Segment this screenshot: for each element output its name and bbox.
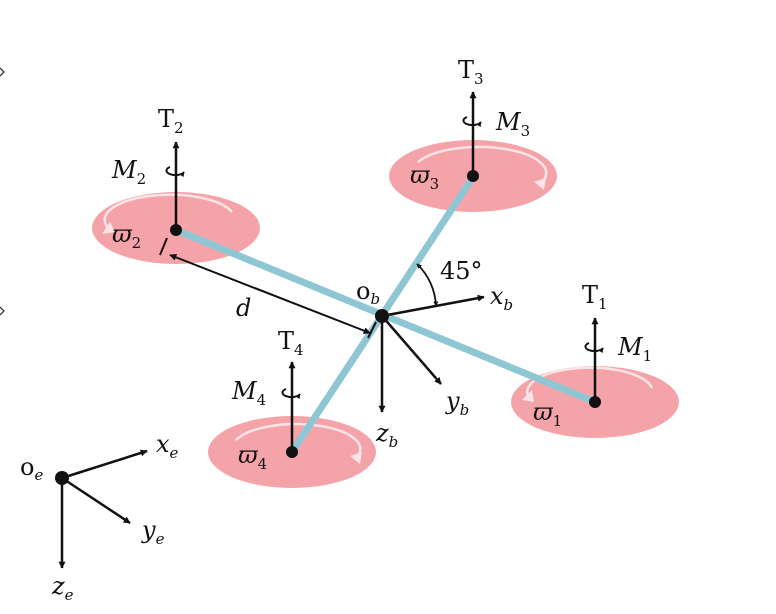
thrust-label-1: T1 [582, 281, 608, 313]
earth-x-axis [61, 449, 148, 480]
rotor-hub-4 [286, 446, 298, 458]
moment-curl-icon-1 [584, 342, 604, 354]
rotor-speed-label-2: ϖ2 [112, 220, 141, 252]
earth-y-label: ye [141, 516, 165, 548]
body-origin-label: ob [356, 277, 380, 308]
moment-label-2: M2 [111, 156, 146, 188]
rotor-hub-2 [170, 224, 182, 236]
arm-length-label: d [236, 294, 251, 322]
rotor-hub-3 [467, 170, 479, 182]
earth-origin-point [55, 471, 69, 485]
earth-origin-label: oe [20, 453, 43, 484]
thrust-label-3: T3 [458, 56, 484, 88]
earth-y-axis [61, 476, 131, 525]
body-y-axis [381, 315, 442, 385]
earth-z-label: ze [51, 572, 74, 604]
body-z-label: zb [375, 419, 398, 451]
earth-x-label: xe [156, 430, 179, 462]
thrust-label-2: T2 [158, 105, 184, 137]
angle-label: 45° [440, 257, 483, 285]
arm-length-dimension [159, 237, 377, 339]
rotor-speed-label-3: ϖ3 [410, 161, 439, 193]
moment-curl-icon-3 [462, 116, 482, 128]
moment-label-1: M1 [617, 333, 652, 365]
body-y-label: yb [445, 387, 469, 419]
angle-arc [416, 263, 439, 307]
body-origin-point [375, 309, 389, 323]
rotor-hub-1 [589, 396, 601, 408]
moment-label-3: M3 [495, 108, 530, 140]
moment-curl-icon-2 [165, 166, 185, 178]
body-x-axis [381, 294, 485, 318]
rotor-speed-label-1: ϖ1 [533, 398, 562, 430]
rotor-speed-label-4: ϖ4 [238, 441, 267, 473]
moment-curl-icon-4 [281, 388, 301, 400]
moment-label-4: M4 [231, 377, 266, 409]
body-x-label: xb [490, 282, 513, 314]
thrust-label-4: T4 [278, 327, 304, 359]
